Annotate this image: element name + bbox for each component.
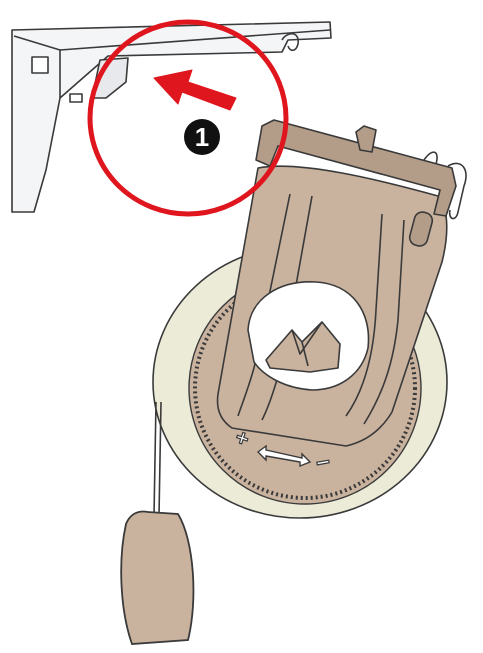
tape-roll-teeth bbox=[193, 276, 417, 500]
bracket-tab bbox=[69, 93, 83, 103]
pull-handle bbox=[120, 510, 195, 645]
holder-hook-left bbox=[355, 125, 377, 153]
holder-hook-mid bbox=[423, 151, 438, 165]
holder-top-rail bbox=[255, 119, 457, 217]
bracket-slot bbox=[31, 56, 49, 74]
holder-side-slot bbox=[408, 211, 434, 247]
tension-arrow bbox=[256, 444, 312, 468]
step-number: 1 bbox=[195, 122, 209, 152]
callout-circle bbox=[87, 19, 289, 217]
holder-hook-right bbox=[447, 162, 467, 220]
step-number-badge bbox=[184, 119, 220, 155]
direction-arrow bbox=[153, 69, 237, 111]
pull-cord bbox=[153, 401, 162, 517]
tension-indicator bbox=[256, 444, 312, 468]
tension-minus-label: − bbox=[314, 449, 332, 478]
roller-holder bbox=[216, 119, 467, 447]
bracket-hook bbox=[281, 32, 299, 52]
